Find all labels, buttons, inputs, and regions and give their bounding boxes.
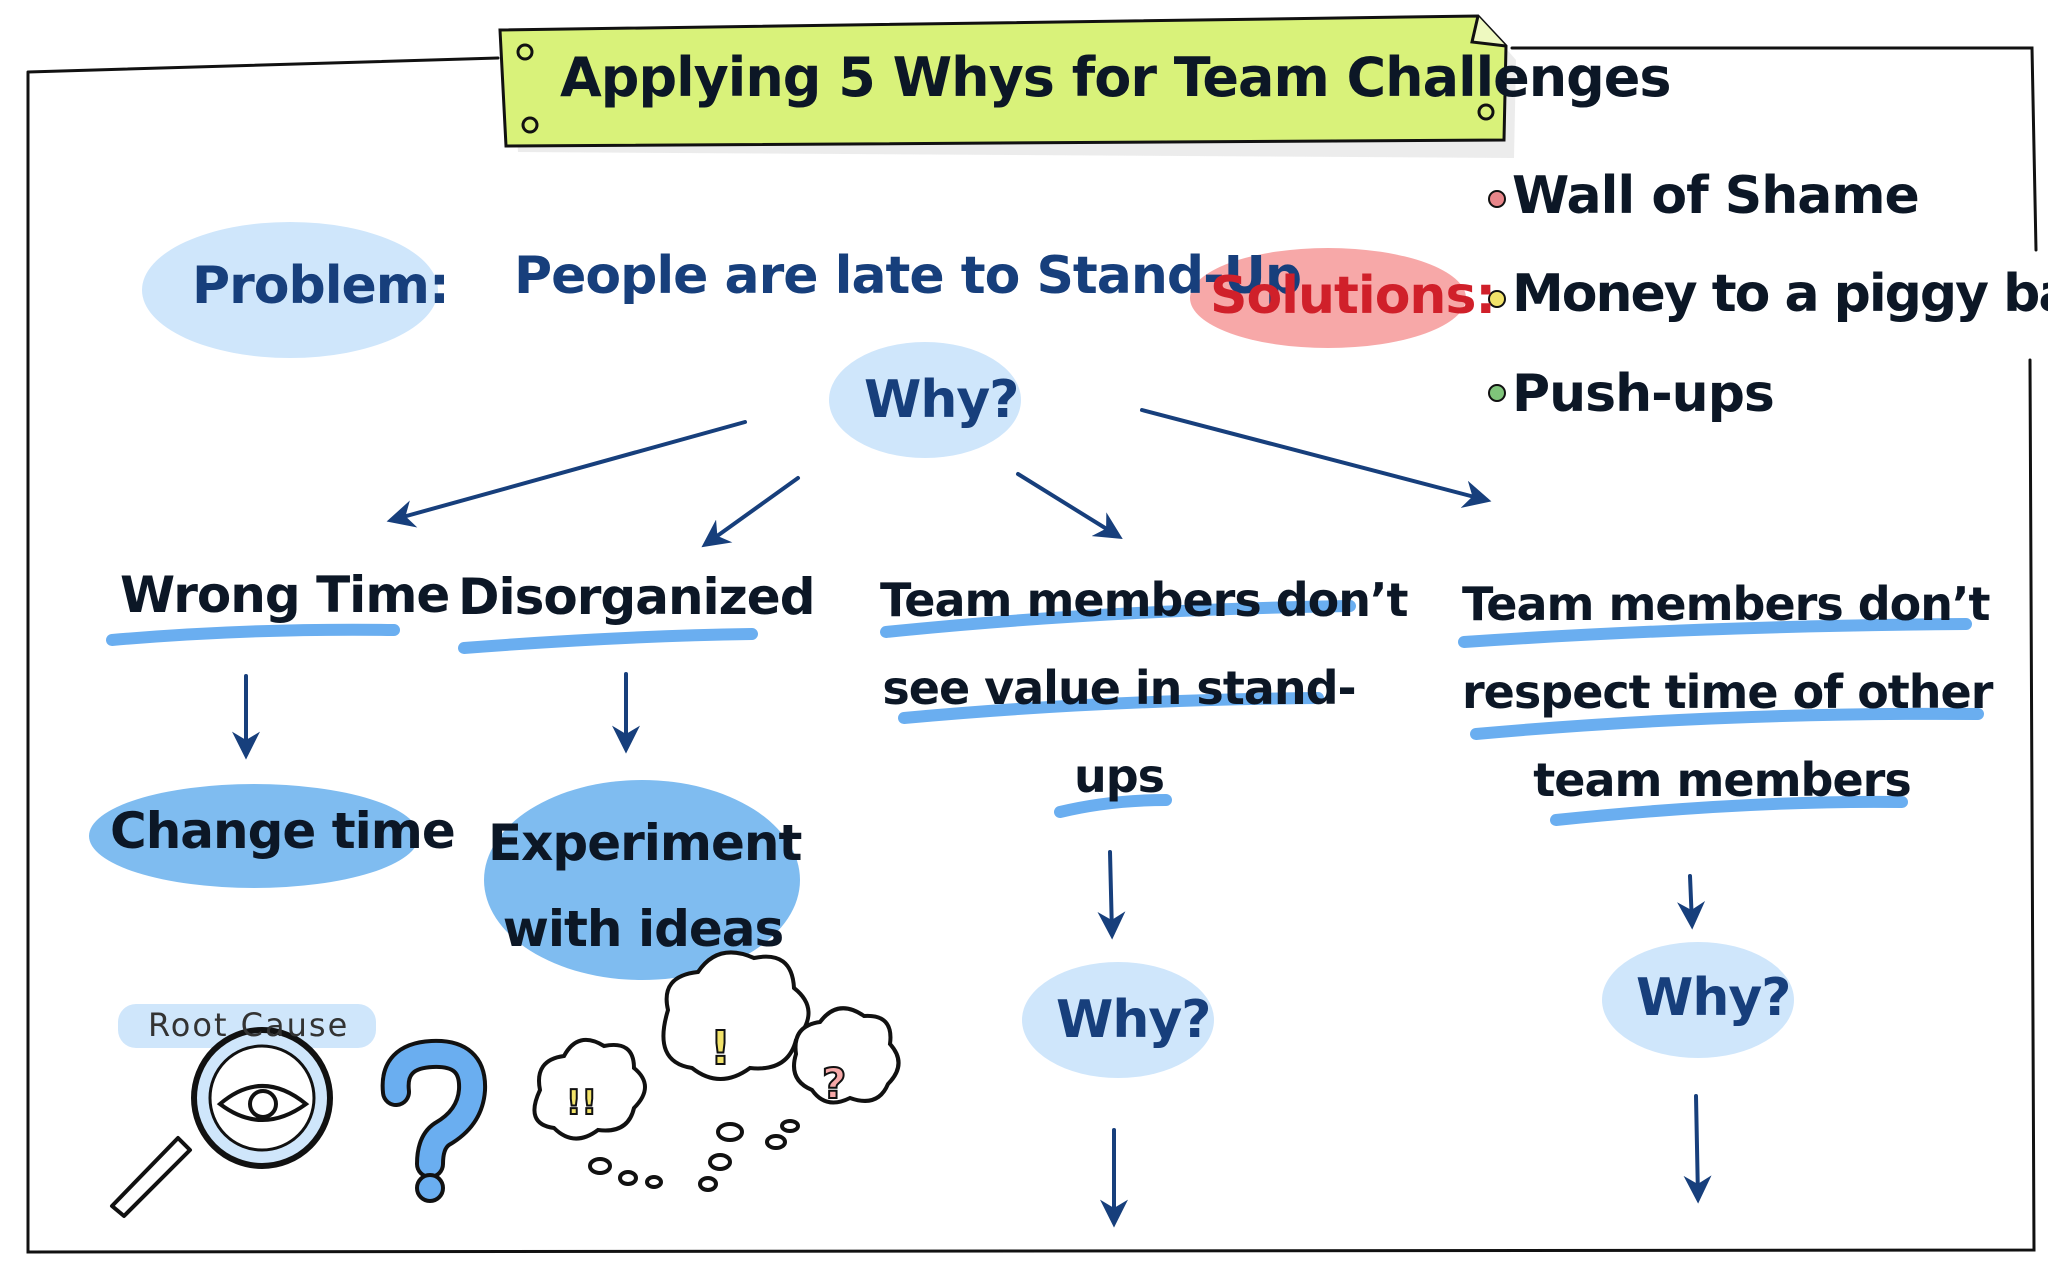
cause-disorganized: Disorganized [458,568,815,626]
bullet-icon [1488,190,1506,208]
why-label-no-value: Why? [1056,990,1211,1050]
solutions-label: Solutions: [1210,266,1496,326]
bullet-icon [1488,384,1506,402]
solution-item-3: Push-ups [1512,364,1775,424]
svg-text:!!: !! [566,1083,597,1123]
thought-bubbles-icon: !! ! ? [532,950,901,1192]
frame-border [26,46,2038,1254]
title-banner [498,14,1516,158]
solutions-bubble [1190,248,1466,348]
underlines [106,600,1984,826]
cause-no-value-line-1: Team members don’t [880,573,1408,627]
cause-no-respect-line-1: Team members don’t [1462,577,1990,631]
cause-no-respect-line-3: team members [1533,753,1911,807]
action-experiment: Experiment with ideas [488,800,802,972]
pin-icon [1477,103,1495,121]
cause-no-respect-line-2: respect time of other [1462,665,1993,719]
svg-text:?: ? [822,1059,846,1108]
problem-label: Problem: [192,256,450,316]
action-change-time: Change time [110,802,456,860]
cause-wrong-time: Wrong Time [120,566,450,624]
pin-icon [516,43,534,61]
page-title: Applying 5 Whys for Team Challenges [560,46,1672,109]
root-cause-label: Root Cause [148,1006,350,1044]
bullet-icon [1488,290,1506,308]
solution-item-1: Wall of Shame [1512,166,1920,226]
cause-no-value-line-2: see value in stand- [882,661,1356,715]
why-label-top: Why? [864,370,1019,430]
cause-no-value-line-3: ups [1073,749,1165,803]
problem-bubble [142,222,438,358]
why-bubble-no-value [1022,962,1214,1078]
problem-text: People are late to Stand-Up [514,246,1302,306]
magnifier-icon [110,1027,333,1218]
question-mark-icon [380,1038,488,1203]
root-cause-tag [118,1004,376,1048]
why-bubble-top [829,342,1021,458]
experiment-bubble [484,780,800,980]
pin-icon [521,116,539,134]
action-experiment-line-2: with ideas [502,900,785,958]
arrows [232,408,1712,1228]
change-time-bubble [89,784,419,888]
cause-no-respect: Team members don’t respect time of other… [1462,560,1993,824]
why-bubble-no-respect [1602,942,1794,1058]
solution-item-2: Money to a piggy bank [1512,264,2048,324]
why-label-no-respect: Why? [1636,968,1791,1028]
action-experiment-line-1: Experiment [488,814,802,872]
svg-text:!: ! [710,1021,731,1075]
cause-no-value: Team members don’t see value in stand- u… [880,556,1408,820]
